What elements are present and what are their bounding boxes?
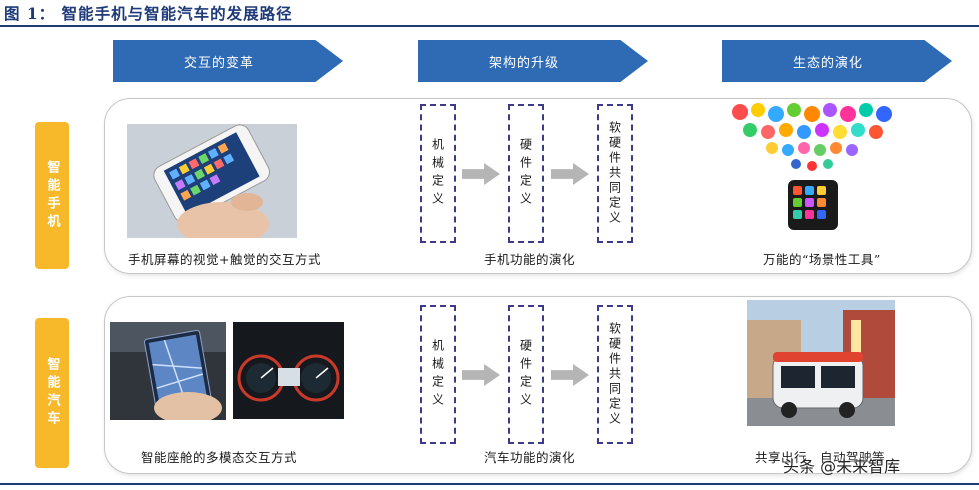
phone-ecosystem-image <box>730 102 894 236</box>
watermark: 头条 @未来智库 <box>783 457 901 476</box>
car-ecosystem-caption: 共享出行、自动驾驶等 <box>755 450 886 465</box>
phone-architecture-caption: 手机功能的演化 <box>484 252 576 267</box>
phone-mech-box: 机械定义 <box>420 104 456 243</box>
header-ecosystem: 生态的演化 <box>722 40 952 82</box>
car-dashboard-photo <box>233 322 344 419</box>
header-architecture: 架构的升级 <box>418 40 648 82</box>
car-interaction-caption: 智能座舱的多模态交互方式 <box>141 450 298 465</box>
top-rule <box>0 25 979 27</box>
car-architecture-caption: 汽车功能的演化 <box>484 450 576 465</box>
bottom-rule <box>0 483 979 485</box>
phone-ecosystem-caption: 万能的“场景性工具” <box>763 252 881 267</box>
figure-title: 图 1： 智能手机与智能汽车的发展路径 <box>4 4 293 23</box>
car-swhw-box: 软硬件共同定义 <box>597 305 633 444</box>
car-ecosystem-photo <box>747 300 895 426</box>
header-interaction: 交互的变革 <box>113 40 343 82</box>
phone-interaction-caption: 手机屏幕的视觉+触觉的交互方式 <box>128 252 321 267</box>
car-hw-box: 硬件定义 <box>508 305 544 444</box>
car-cockpit-photo <box>110 322 226 420</box>
row-tag-phone: 智能手机 <box>35 122 69 269</box>
row-tag-car: 智能汽车 <box>35 318 69 468</box>
car-mech-box: 机械定义 <box>420 305 456 444</box>
phone-swhw-box: 软硬件共同定义 <box>597 104 633 243</box>
phone-touch-photo <box>127 124 297 238</box>
phone-hw-box: 硬件定义 <box>508 104 544 243</box>
